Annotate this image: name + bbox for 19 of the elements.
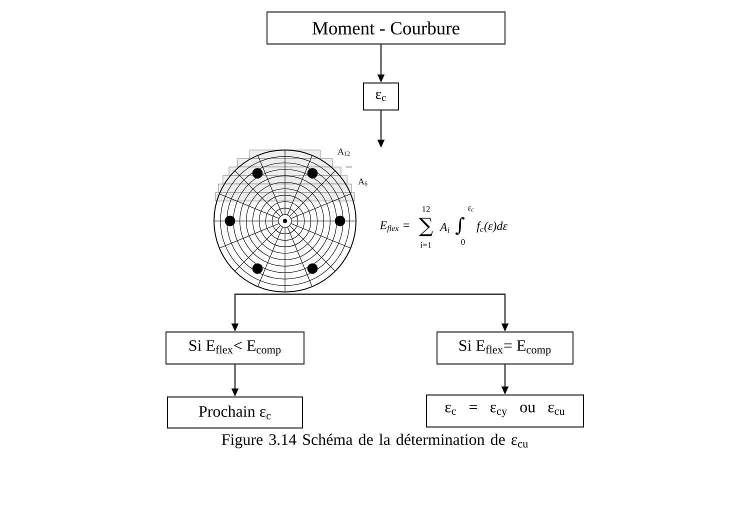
- area-label: A$_{6}$: [358, 178, 368, 186]
- condition-box: Si E$_{flex}$< E$_{comp}$: [166, 332, 304, 364]
- figure-caption: Figure 3.14 Schéma de la détermination de ε$_{cu}$: [222, 434, 528, 448]
- integral-sign: ∫: [456, 217, 464, 235]
- formula-text: A$_{i}$: [439, 223, 450, 233]
- condition-box: Si E$_{flex}$= E$_{comp}$: [436, 332, 574, 364]
- sum-limit: i=1: [420, 242, 432, 248]
- integral-limit: 0: [461, 239, 465, 245]
- result-box: ε$_{c}$ = ε$_{cy}$ ou ε$_{cu}$: [426, 394, 584, 428]
- process-box: Prochain ε$_{c}$: [167, 396, 303, 428]
- area-label: A$_{12}$: [338, 148, 350, 156]
- integral-limit: ε$_{c}$: [468, 206, 474, 212]
- sum-limit: 12: [422, 206, 430, 212]
- process-box: ε$_{c}$: [363, 82, 399, 110]
- ellipsis: ...: [346, 166, 352, 168]
- process-box: Moment - Courbure: [266, 12, 506, 44]
- sum-sign: ∑: [419, 218, 433, 236]
- formula-text: f$_{c}$(ε)dε: [476, 222, 508, 232]
- formula-text: E$_{flex}$ =: [380, 221, 410, 233]
